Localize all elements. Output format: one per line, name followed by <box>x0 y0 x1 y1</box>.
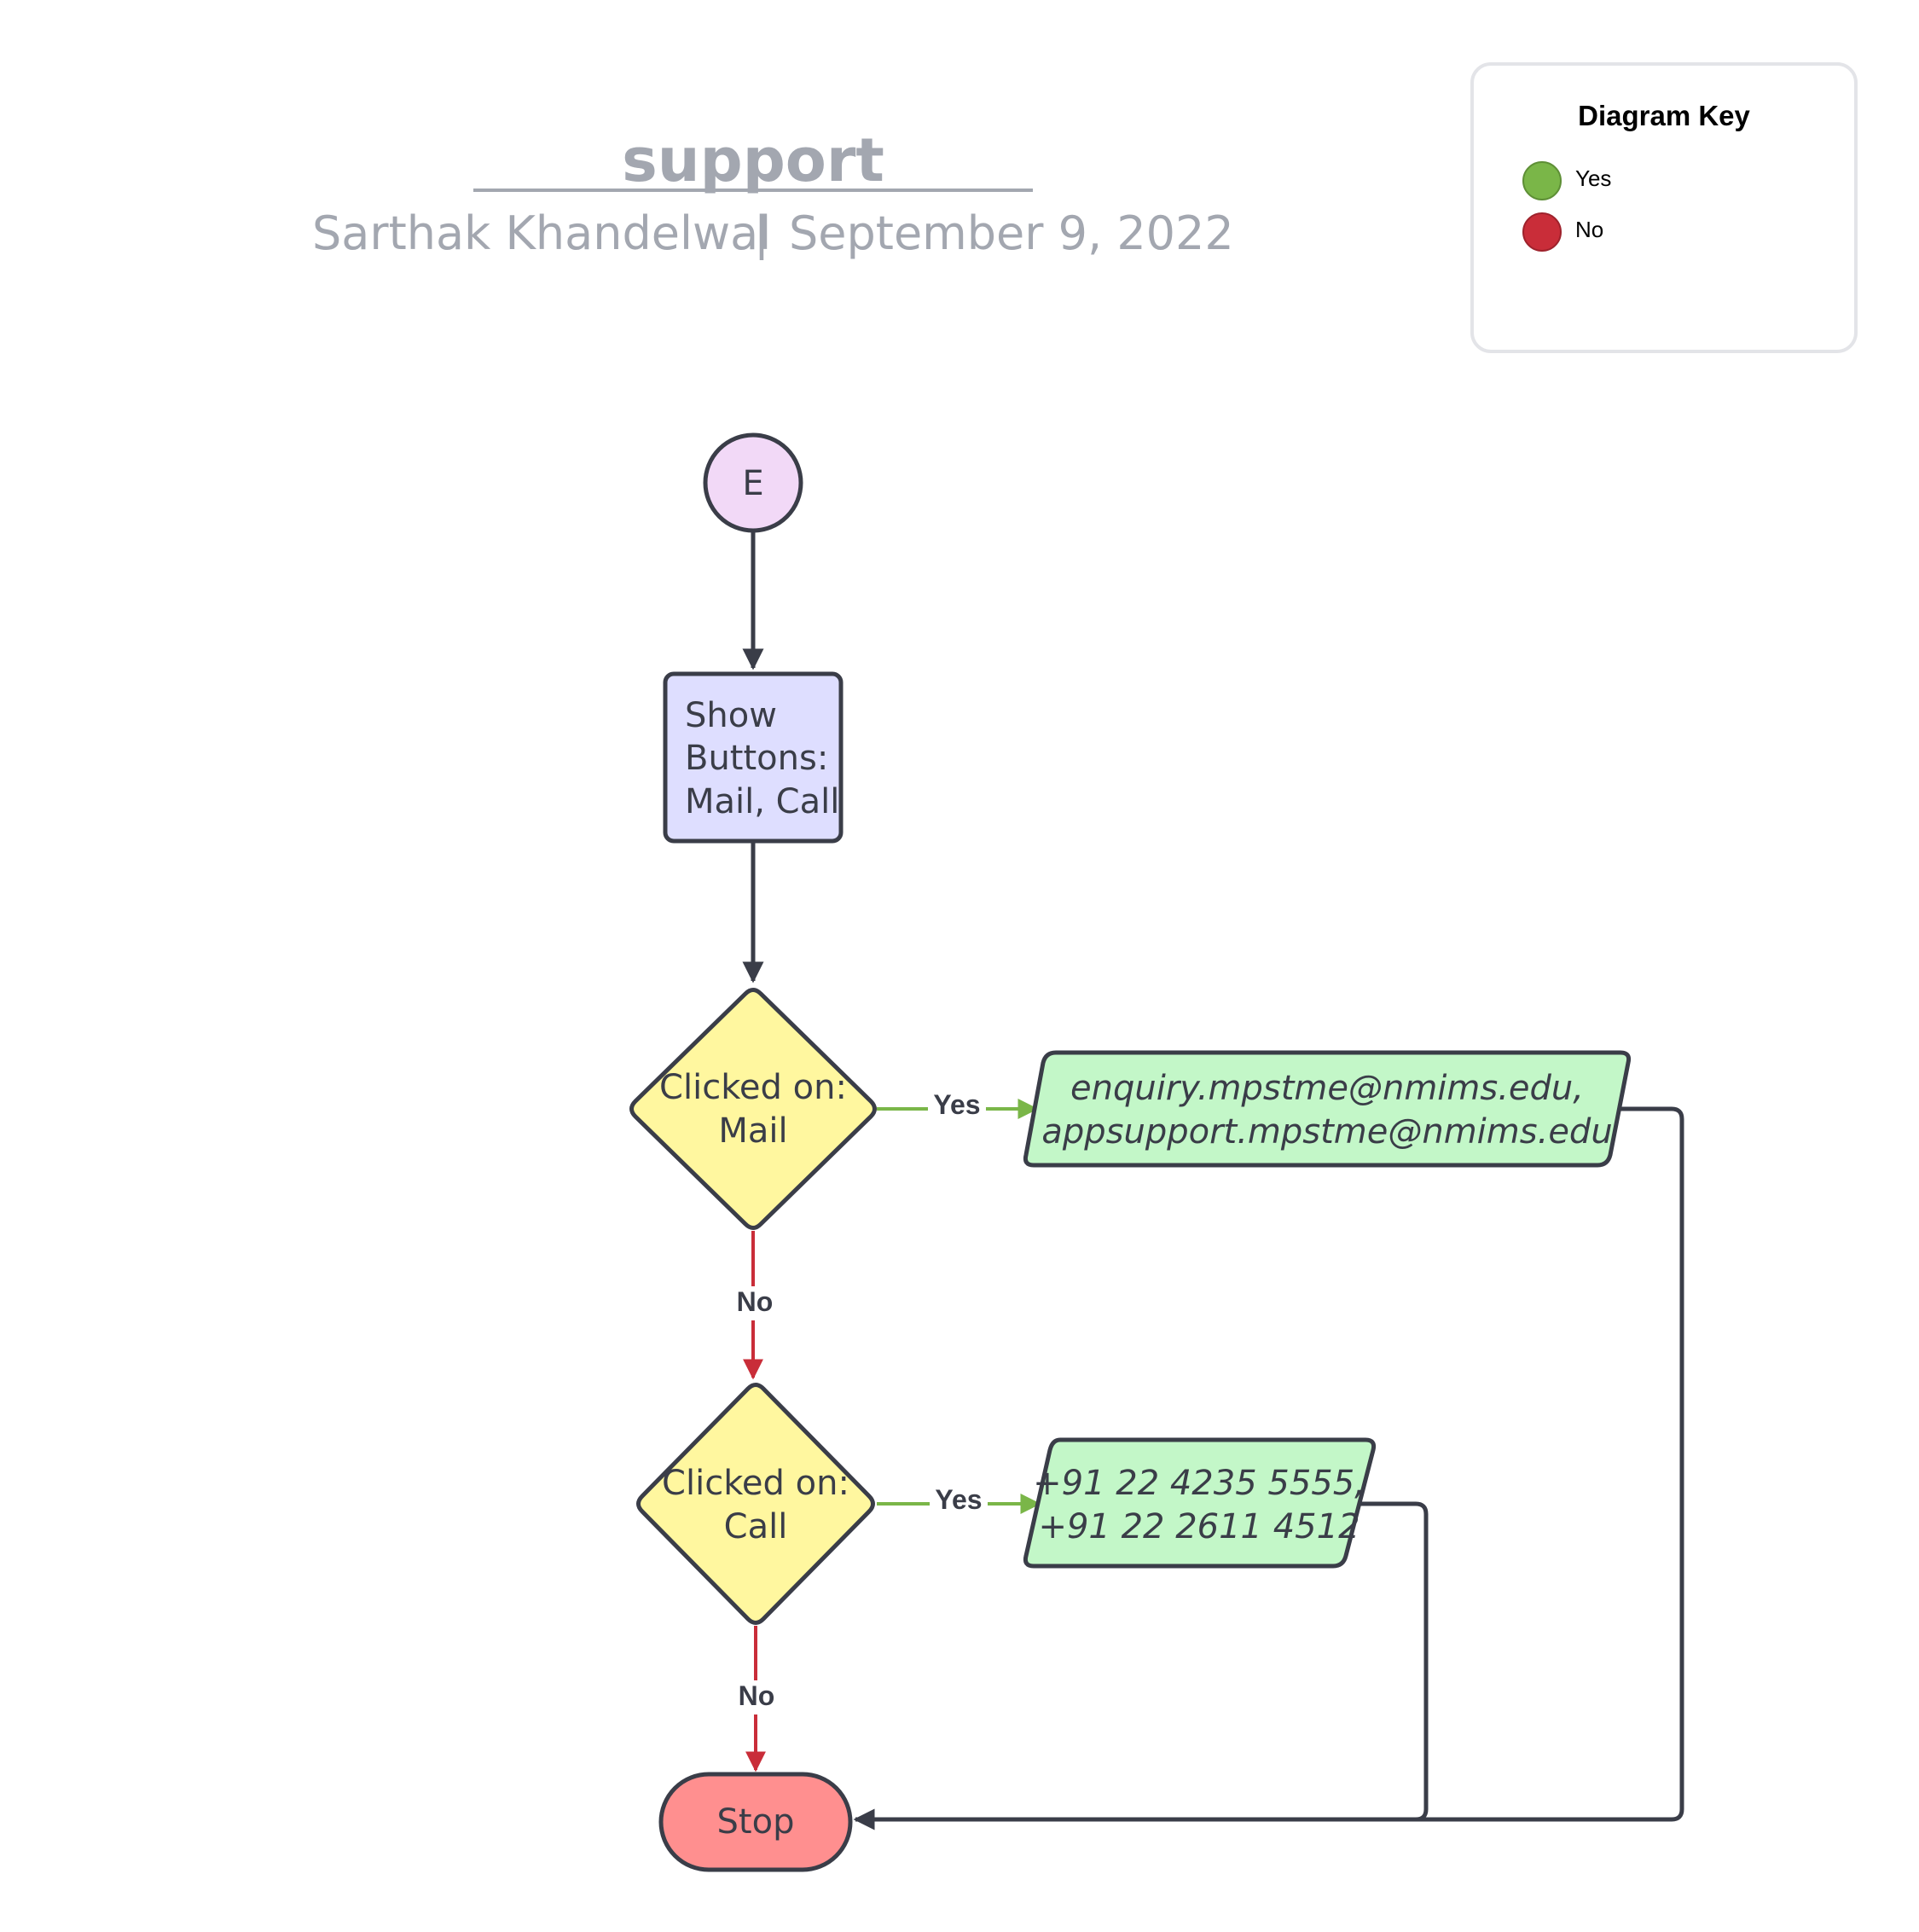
output-call-line-2: +91 22 2611 4512 <box>1038 1507 1360 1546</box>
edge-label-call-yes: Yes <box>935 1484 982 1515</box>
diagram-key-panel <box>1470 62 1858 353</box>
stop-label: Stop <box>717 1802 795 1842</box>
start-node[interactable]: E <box>703 432 803 533</box>
stop-node[interactable]: Stop <box>658 1772 853 1872</box>
decision-clicked-call[interactable]: Clicked on: Call <box>636 1383 875 1625</box>
decision-call-line-2: Call <box>724 1507 788 1546</box>
output-call-parallelogram <box>1023 1437 1377 1569</box>
output-call-numbers[interactable]: +91 22 4235 5555, +91 22 2611 4512 <box>1023 1437 1377 1569</box>
subtitle-date: September 9, 2022 <box>789 206 1234 260</box>
subtitle-author: Sarthak Khandelwal <box>312 206 771 260</box>
decision-diamond-mail <box>629 988 877 1230</box>
edge-label-mail-yes: Yes <box>933 1089 980 1120</box>
output-mail-addresses[interactable]: enquiry.mpstme@nmims.edu, appsupport.mps… <box>1023 1050 1632 1168</box>
output-call-line-1: +91 22 4235 5555, <box>1033 1464 1365 1503</box>
subtitle-separator: | <box>754 206 769 260</box>
decision-diamond-call <box>636 1383 875 1625</box>
edge-labels: Yes No Yes No <box>732 1089 988 1714</box>
legend-swatch-yes <box>1522 161 1562 200</box>
diagram-key: Diagram Key Yes No <box>1470 62 1858 353</box>
process-line-2: Buttons: <box>685 739 828 778</box>
start-circle <box>703 432 803 533</box>
edge-call-output-to-stop <box>1356 1501 1429 1822</box>
process-show-buttons[interactable]: Show Buttons: Mail, Call <box>663 671 844 844</box>
legend-label-no: No <box>1575 217 1603 242</box>
decision-mail-line-1: Clicked on: <box>659 1068 847 1107</box>
page-title: support <box>622 125 884 195</box>
legend-label-yes: Yes <box>1575 165 1611 191</box>
process-box <box>663 671 844 844</box>
decision-call-line-1: Clicked on: <box>662 1464 849 1503</box>
edge-label-mail-no: No <box>737 1286 774 1317</box>
process-line-3: Mail, Call <box>685 782 839 821</box>
edge-label-call-no: No <box>739 1680 775 1711</box>
decision-mail-line-2: Mail <box>718 1111 787 1151</box>
legend-swatch-no <box>1522 212 1562 252</box>
start-label: E <box>742 464 763 503</box>
diagram-key-title: Diagram Key <box>1578 100 1750 131</box>
connectors <box>742 531 1684 1830</box>
output-mail-parallelogram <box>1023 1050 1632 1168</box>
edge-mail-output-to-stop <box>853 1106 1684 1830</box>
output-mail-line-2: appsupport.mpstme@nmims.edu <box>1041 1112 1612 1152</box>
decision-clicked-mail[interactable]: Clicked on: Mail <box>629 988 877 1230</box>
document-header: support Sarthak Khandelwal | September 9… <box>312 125 1234 260</box>
stop-terminator <box>658 1772 853 1872</box>
output-mail-line-1: enquiry.mpstme@nmims.edu, <box>1070 1069 1584 1108</box>
process-line-1: Show <box>685 696 777 735</box>
